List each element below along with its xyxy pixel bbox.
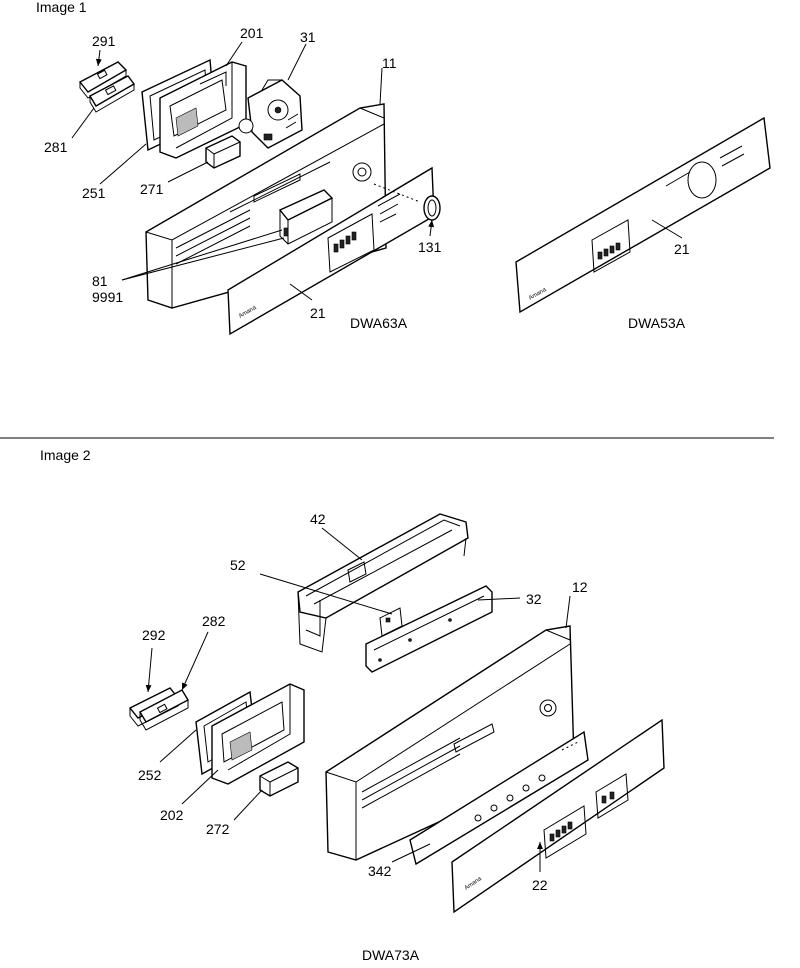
callout-131: 131 [418,239,442,255]
callout-271: 271 [140,181,164,197]
part-291-cover [78,61,128,99]
callout-21-right: 21 [674,241,690,257]
part-12-console [325,625,575,861]
callout-11: 11 [382,55,397,71]
callout-32: 32 [526,591,542,607]
part-201-dispenser [159,61,247,159]
part-202-dispenser [211,683,305,785]
callout-22: 22 [532,877,548,893]
image2-leaders [145,527,571,872]
part-342-overlay [409,730,589,866]
callout-291: 291 [92,33,116,49]
part-281-cover [89,75,136,113]
callout-31: 31 [300,29,316,45]
callout-12: 12 [572,579,588,595]
callout-42: 42 [310,511,326,527]
part-42-housing [297,513,469,653]
callout-202: 202 [160,807,184,823]
callout-81: 81 [92,273,108,289]
image2-header: Image 2 [40,447,91,463]
callout-292: 292 [142,627,166,643]
callout-52: 52 [230,557,246,573]
model-label-dwa63a: DWA63A [350,315,408,331]
callout-9991: 9991 [92,289,123,305]
part-272-block [259,761,299,797]
model-label-dwa73a: DWA73A [362,947,420,963]
part-282-cover [139,689,189,731]
callout-251: 251 [82,185,106,201]
part-271-block [205,135,241,169]
part-22-overlay: Amana [451,718,665,914]
callout-21-left: 21 [310,305,326,321]
model-label-dwa53a: DWA53A [628,315,686,331]
part-81-handle [278,189,334,245]
part-21-overlay-right: Amana [515,116,771,314]
callout-201: 201 [240,25,264,41]
callout-342: 342 [368,863,392,879]
callout-252: 252 [138,767,162,783]
part-31-timer [238,79,303,149]
part-32-board [365,585,493,673]
callout-282: 282 [202,613,226,629]
image1-leaders [71,41,683,301]
callout-281: 281 [44,139,68,155]
part-131-knob [423,195,441,221]
image1-header: Image 1 [36,0,87,15]
callout-272: 272 [206,821,230,837]
